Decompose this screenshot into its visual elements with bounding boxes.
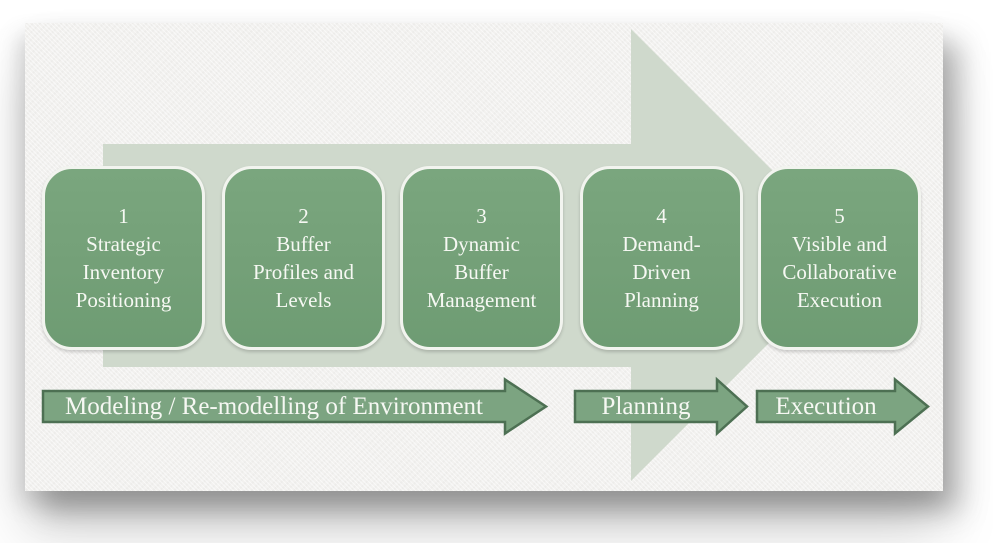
- step-label-line: Demand-: [622, 232, 701, 256]
- step-label-line: Driven: [632, 260, 691, 284]
- step-label-line: Planning: [624, 288, 699, 312]
- phase-arrow-planning-icon: [573, 376, 749, 437]
- step-label-line: Profiles and: [253, 260, 354, 284]
- step-number: 4: [656, 204, 667, 228]
- phase-label-planning: Planning: [601, 392, 691, 420]
- step-number: 1: [118, 204, 129, 228]
- step-box-3: 3 Dynamic Buffer Management: [400, 166, 563, 350]
- phase-arrow-execution-icon: [755, 376, 930, 437]
- step-label-line: Visible and: [792, 232, 887, 256]
- step-box-2: 2 Buffer Profiles and Levels: [222, 166, 385, 350]
- step-label-line: Positioning: [75, 288, 172, 312]
- step-box-5: 5 Visible and Collaborative Execution: [758, 166, 921, 350]
- step-label-line: Buffer: [454, 260, 509, 284]
- step-box-1: 1 Strategic Inventory Positioning: [42, 166, 205, 350]
- diagram-card: 1 Strategic Inventory Positioning 2 Buff…: [25, 23, 943, 491]
- step-label-line: Management: [426, 288, 537, 312]
- step-number: 5: [834, 204, 845, 228]
- step-number: 3: [476, 204, 487, 228]
- step-label-line: Strategic: [86, 232, 161, 256]
- phase-label-modeling: Modeling / Re-modelling of Environment: [65, 392, 483, 420]
- step-label-line: Collaborative: [782, 260, 897, 284]
- step-label-line: Dynamic: [443, 232, 520, 256]
- step-label-line: Inventory: [82, 260, 165, 284]
- phase-arrows-layer: [41, 376, 930, 437]
- step-label-line: Levels: [275, 288, 332, 312]
- step-label-line: Execution: [796, 288, 883, 312]
- step-number: 2: [298, 204, 309, 228]
- step-label-line: Buffer: [276, 232, 331, 256]
- step-box-4: 4 Demand- Driven Planning: [580, 166, 743, 350]
- phase-label-execution: Execution: [775, 392, 877, 420]
- phase-arrow-modeling-icon: [41, 377, 549, 436]
